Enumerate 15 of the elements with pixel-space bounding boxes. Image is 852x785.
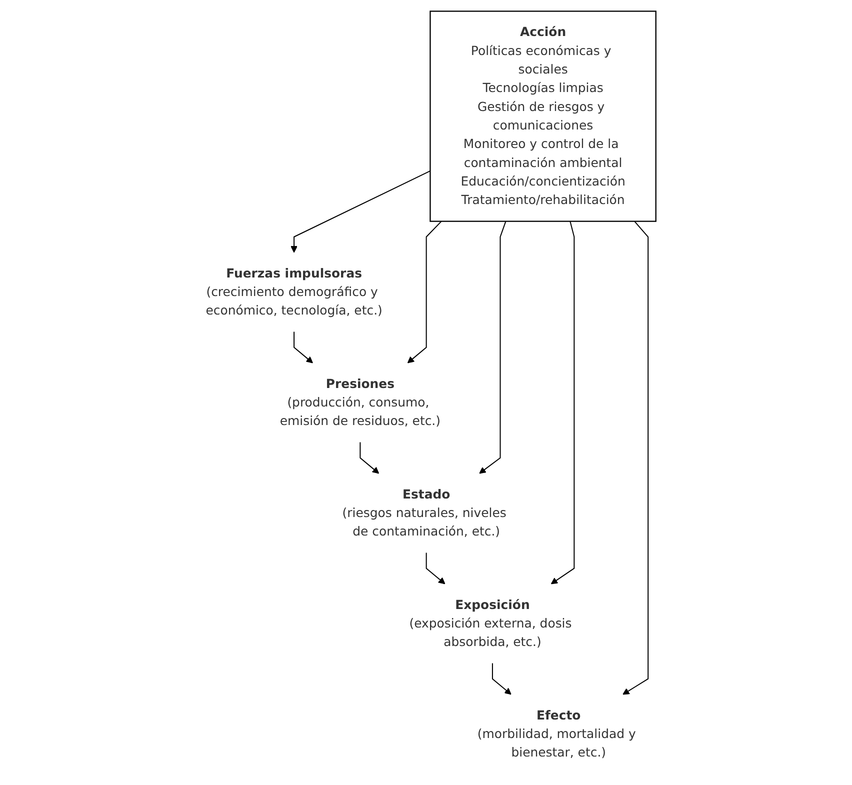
arrow bbox=[293, 332, 313, 364]
arrow bbox=[426, 552, 445, 584]
node-text: Efecto (morbilidad, mortalidad y bienestar, etc.) bbox=[477, 708, 636, 760]
arrow bbox=[478, 221, 506, 474]
arrow bbox=[550, 221, 574, 584]
node-box: Acción Políticas económicas y sociales Tecnologías limpias Gestión de riesgos y comunicaciones Monitoreo y control de la contaminación ambiental Educación/concientización Tratamiento/rehabilitación bbox=[429, 10, 656, 222]
node-text: Estado (riesgos naturales, niveles de contaminación, etc.) bbox=[342, 486, 506, 539]
node-text: Fuerzas impulsoras (crecimiento demográfico y económico, tecnología, etc.) bbox=[205, 266, 382, 318]
node-text: Exposición (exposición externa, dosis absorbida, etc.) bbox=[408, 597, 572, 650]
arrow bbox=[622, 220, 648, 695]
arrow bbox=[290, 170, 430, 253]
arrow bbox=[492, 663, 512, 695]
arrow bbox=[359, 442, 379, 474]
node-text: Presiones (producción, consumo, emisión de residuos, etc.) bbox=[280, 376, 440, 428]
arrow bbox=[407, 220, 442, 364]
